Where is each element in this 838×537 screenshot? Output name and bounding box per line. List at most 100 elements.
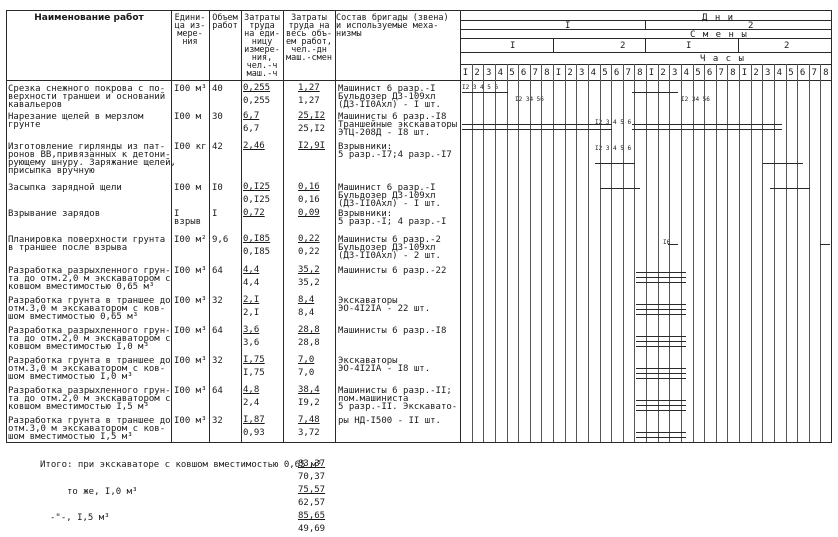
cost-total-bottom: 7,0 <box>298 368 315 378</box>
cost-total-top: I2,9I <box>298 141 326 151</box>
total-15-top: 85,65 <box>298 511 326 521</box>
hour-column-line <box>680 64 682 442</box>
hour-label: 4 <box>497 68 504 78</box>
schedule-mark-r2: I2 3 4 5 6 <box>595 119 632 126</box>
header-shifts: С м е н ы <box>690 30 748 40</box>
schedule-bar <box>462 124 612 125</box>
cost-total-top: 8,4 <box>298 295 315 305</box>
hour-column-line <box>587 64 589 442</box>
column-divider <box>335 10 336 442</box>
hour-column-line <box>762 64 764 442</box>
header-cost-unit: Затраты труда на еди- ницу измере- ния, … <box>244 13 280 79</box>
total-label-10: то же, I,0 м³ <box>67 487 138 497</box>
schedule-bar <box>636 400 686 401</box>
work-unit: I00 м³ <box>174 84 207 94</box>
hour-label: 7 <box>532 68 538 78</box>
cost-unit-bottom: 4,4 <box>243 278 260 288</box>
hour-column-line <box>727 64 729 442</box>
schedule-bar <box>632 124 782 125</box>
hour-label: 7 <box>718 68 724 78</box>
cost-total-top: 35,2 <box>298 265 320 275</box>
hour-column-line <box>506 64 508 442</box>
schedule-bar <box>636 309 686 310</box>
work-name: Разработка грунта в траншее до отм.3,0 м… <box>8 356 171 382</box>
schedule-bar <box>636 346 686 347</box>
column-divider <box>460 10 461 442</box>
cost-total-top: 7,0 <box>298 355 315 365</box>
hour-label: 2 <box>567 68 573 78</box>
hour-column-line <box>657 64 659 442</box>
cost-total-bottom: 25,I2 <box>298 124 326 134</box>
crew-composition: Экскаваторы ЭО-4I2IA - 22 шт. <box>338 296 431 314</box>
header-hours: Ч а с ы <box>700 54 745 64</box>
hour-label: 5 <box>695 68 701 78</box>
schedule-bar <box>770 188 810 189</box>
header-day-2: 2 <box>748 21 754 31</box>
header-shift-3: I <box>686 41 692 51</box>
schedule-mark-r6: I6 <box>663 239 671 246</box>
hour-column-line <box>808 64 810 442</box>
schedule-mark-r1a: I2 3 4 5 6 <box>462 84 499 91</box>
work-volume: 64 <box>212 326 223 336</box>
work-volume: 32 <box>212 296 223 306</box>
cost-unit-top: 4,8 <box>243 385 260 395</box>
cost-total-top: 7,48 <box>298 415 320 425</box>
work-volume: 64 <box>212 386 223 396</box>
cost-total-bottom: 3,72 <box>298 428 320 438</box>
header-cost-total: Затраты труда на весь объ- ем работ, чел… <box>285 13 333 63</box>
cost-total-top: 1,27 <box>298 83 320 93</box>
work-volume: 40 <box>212 84 223 94</box>
cost-unit-bottom: I,75 <box>243 368 265 378</box>
total-15-bottom: 49,69 <box>298 524 326 534</box>
header-work-name: Наименование работ <box>34 13 144 23</box>
hour-label: 3 <box>486 68 492 78</box>
column-divider <box>6 10 7 442</box>
schedule-bar <box>636 336 686 337</box>
hour-column-line <box>494 64 496 442</box>
schedule-bar <box>636 304 686 305</box>
work-name: Засыпка зарядной щели <box>8 183 122 193</box>
work-name: Разработка разрыхленного грун- та до отм… <box>8 386 171 412</box>
header-days: Д н и <box>702 13 735 23</box>
cost-unit-bottom: 2,I <box>243 308 260 318</box>
schedule-bar <box>636 272 686 273</box>
hour-label: 5 <box>788 68 794 78</box>
work-unit: I00 м³ <box>174 296 207 306</box>
total-065-bottom: 70,37 <box>298 472 326 482</box>
header-top-border <box>6 10 832 11</box>
schedule-mark-r3: I2 3 4 5 6 <box>595 145 632 152</box>
work-volume: 32 <box>212 356 223 366</box>
work-name: Взрывание зарядов <box>8 209 101 219</box>
hour-column-line <box>529 64 531 442</box>
work-name: Разработка разрыхленного грун- та до отм… <box>8 266 171 292</box>
hour-label: 6 <box>799 68 806 78</box>
cost-unit-top: I,75 <box>243 355 265 365</box>
crew-composition: Машинисты 6 разр.-I8 <box>338 326 447 336</box>
hour-label: 7 <box>625 68 631 78</box>
hour-column-line <box>634 64 636 442</box>
schedule-bar <box>462 129 612 130</box>
shifts-band-line <box>460 38 832 39</box>
hour-column-line <box>785 64 787 442</box>
hour-label: 2 <box>660 68 666 78</box>
work-unit: I00 кг <box>174 142 207 152</box>
hour-column-line <box>704 64 706 442</box>
crew-composition: Машинисты 6 разр.-22 <box>338 266 447 276</box>
hour-column-line <box>599 64 601 442</box>
shift-divider <box>645 38 646 52</box>
hour-label: 7 <box>811 68 817 78</box>
schedule-bar <box>636 373 686 374</box>
hour-label: 8 <box>637 68 643 78</box>
column-divider <box>831 10 832 442</box>
hour-label: 6 <box>706 68 713 78</box>
work-name: Срезка снежного покрова с по- верхности … <box>8 84 166 110</box>
schedule-bar <box>763 163 803 164</box>
crew-composition: Машинисты 6 разр.-I8 Траншейные экскават… <box>338 112 458 138</box>
work-name: Нарезание щелей в мерзлом грунте <box>8 112 144 130</box>
cost-unit-top: 4,4 <box>243 265 260 275</box>
total-10-top: 75,57 <box>298 485 326 495</box>
hour-label: 4 <box>776 68 783 78</box>
cost-unit-top: 6,7 <box>243 111 260 121</box>
column-divider <box>241 10 242 442</box>
